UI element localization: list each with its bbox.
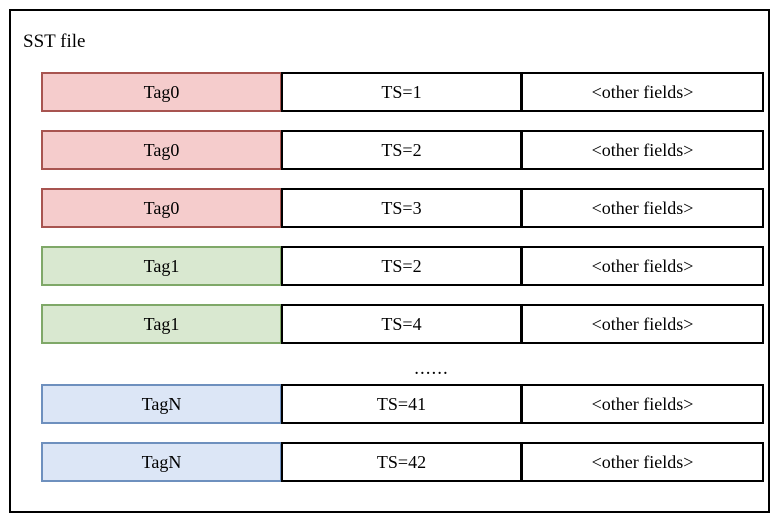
record-other-fields-cell: <other fields> [521,304,764,344]
record-other-fields-cell: <other fields> [521,442,764,482]
record-other-fields-cell: <other fields> [521,384,764,424]
record-tag-cell: TagN [41,442,282,482]
record-timestamp-cell: TS=1 [281,72,522,112]
record-tag-cell: Tag0 [41,72,282,112]
record-other-fields-cell: <other fields> [521,246,764,286]
record-timestamp-cell: TS=41 [281,384,522,424]
record-other-fields-cell: <other fields> [521,188,764,228]
record-tag-cell: TagN [41,384,282,424]
record-tag-cell: Tag0 [41,130,282,170]
ellipsis-text: ...... [414,357,449,379]
records-ellipsis-separator: ...... [41,358,764,378]
record-timestamp-cell: TS=2 [281,130,522,170]
record-tag-cell: Tag0 [41,188,282,228]
record-timestamp-cell: TS=2 [281,246,522,286]
record-tag-cell: Tag1 [41,246,282,286]
record-timestamp-cell: TS=4 [281,304,522,344]
sst-file-title: SST file [23,31,86,52]
record-other-fields-cell: <other fields> [521,130,764,170]
record-tag-cell: Tag1 [41,304,282,344]
record-other-fields-cell: <other fields> [521,72,764,112]
record-timestamp-cell: TS=42 [281,442,522,482]
record-timestamp-cell: TS=3 [281,188,522,228]
